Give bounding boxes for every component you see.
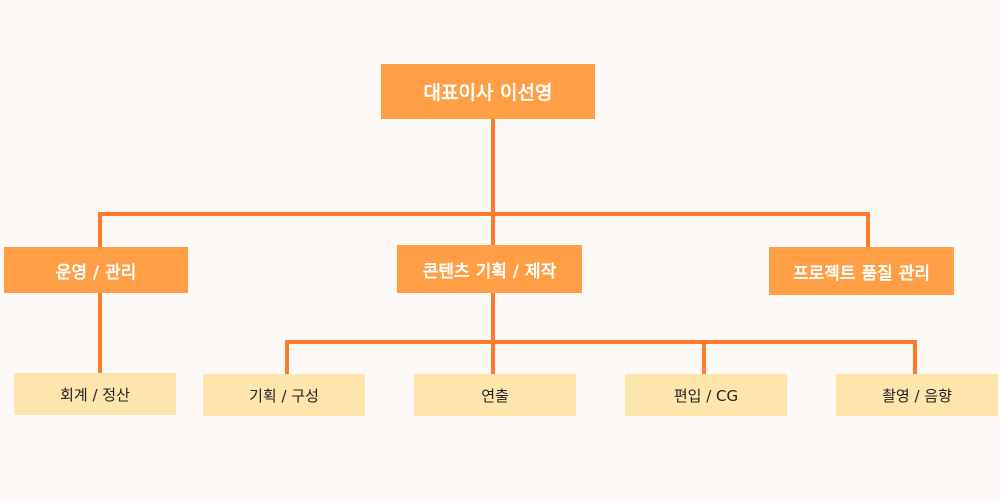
node-content-production: 콘텐츠 기획 / 제작 [397, 245, 582, 293]
connector-level1-horizontal [98, 212, 870, 216]
node-directing: 연출 [414, 374, 576, 416]
node-filming-sound: 촬영 / 음향 [836, 374, 998, 416]
node-operations: 운영 / 관리 [4, 247, 188, 293]
node-quality-management: 프로젝트 품질 관리 [769, 247, 954, 295]
connector-operations-down [98, 293, 102, 374]
node-ceo: 대표이사 이선영 [381, 64, 595, 119]
node-editing-cg: 편입 / CG [625, 374, 787, 416]
connector-level2-horizontal [285, 340, 917, 344]
connector-to-operations [98, 212, 102, 248]
connector-to-quality [866, 212, 870, 248]
connector-content-down [491, 293, 495, 375]
connector-root-down [491, 119, 495, 216]
node-accounting: 회계 / 정산 [14, 373, 176, 415]
node-planning: 기획 / 구성 [203, 374, 365, 416]
connector-to-filming [913, 340, 917, 375]
connector-to-editing [702, 340, 706, 375]
connector-to-planning [285, 340, 289, 375]
connector-to-content [491, 212, 495, 246]
